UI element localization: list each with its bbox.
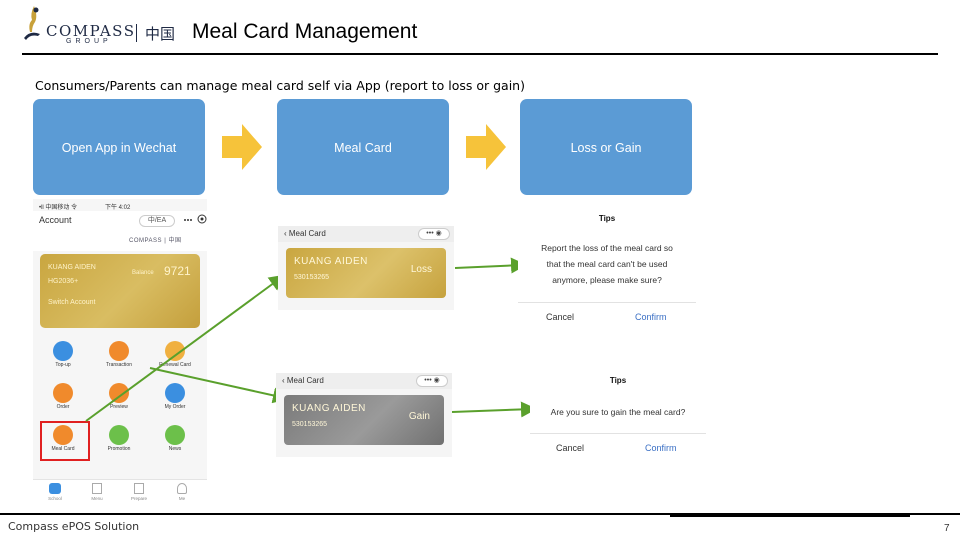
more-icon[interactable]	[183, 215, 193, 225]
bottom-tab-bar: School Menu Prepare Me	[33, 479, 207, 502]
card-icon[interactable]	[165, 341, 185, 361]
menu-label-my-order: My Order	[164, 404, 186, 410]
menu-label-promotion: Promotion	[107, 446, 131, 452]
card-number: 530153265	[292, 421, 328, 428]
footer-text: Compass ePOS Solution	[8, 520, 140, 533]
switch-account-link[interactable]: Switch Account	[48, 299, 96, 306]
step-open-app: Open App in Wechat	[33, 99, 205, 195]
back-chevron-icon[interactable]: ‹	[282, 376, 287, 385]
menu-label-top-up: Top-up	[55, 362, 71, 368]
gain-confirm-dialog: Tips Are you sure to gain the meal card?…	[530, 368, 706, 462]
meal-card-header: ‹ Meal Card ••• ◉	[278, 226, 454, 242]
speaker-icon[interactable]	[165, 425, 185, 445]
balance-label: Balance	[132, 270, 154, 276]
dialog-message: Report the loss of the meal card so that…	[518, 240, 696, 288]
menu-label-news: News	[168, 446, 182, 452]
tab-prepare[interactable]: Prepare	[130, 496, 147, 501]
school-tab-icon[interactable]	[49, 483, 61, 494]
language-capsule[interactable]: 中/EA	[139, 215, 175, 227]
title-divider	[22, 53, 938, 55]
card-holder-name: KUANG AIDEN	[292, 403, 366, 414]
dialog-message-line: Report the loss of the meal card so	[541, 243, 673, 253]
confirm-button[interactable]: Confirm	[635, 312, 667, 322]
tag-icon[interactable]	[109, 425, 129, 445]
dialog-message: Are you sure to gain the meal card?	[550, 407, 686, 417]
page-subtitle: Consumers/Parents can manage meal card s…	[35, 78, 525, 93]
compass-logo-mark-icon	[24, 6, 40, 40]
meal-card-header: ‹ Meal Card ••• ◉	[276, 373, 452, 389]
menu-label-transaction: Transaction	[106, 362, 132, 368]
balance-value: 9721	[164, 264, 191, 278]
menu-label-preview: Preview	[110, 404, 128, 410]
mini-logo: COMPASS | 中国	[129, 238, 182, 244]
list-icon[interactable]	[109, 341, 129, 361]
card-number: 530153265	[294, 274, 330, 281]
card-holder-name: KUANG AIDEN	[294, 256, 368, 267]
step-loss-or-gain: Loss or Gain	[520, 99, 692, 195]
meal-card-gain-screen: ‹ Meal Card ••• ◉ KUANG AIDEN 530153265 …	[276, 373, 452, 457]
carrier-signal: •ll 中国移动 令	[39, 205, 78, 211]
status-time: 下午 4:02	[105, 205, 131, 211]
page-title: Meal Card Management	[192, 20, 418, 43]
dialog-message-line: anymore, please make sure?	[552, 275, 662, 285]
prepare-tab-icon[interactable]	[134, 483, 144, 494]
account-title: Account	[39, 215, 72, 225]
status-bar: •ll 中国移动 令 下午 4:02	[33, 199, 207, 213]
step-meal-card: Meal Card	[277, 99, 449, 195]
card-number: HG2036+	[48, 278, 79, 285]
back-chevron-icon[interactable]: ‹	[284, 229, 289, 238]
meal-card-grey[interactable]: KUANG AIDEN 530153265 Gain	[284, 395, 444, 445]
account-header: Account 中/EA COMPASS | 中国	[33, 211, 207, 251]
card-holder-name: KUANG AIDEN	[48, 264, 96, 271]
person-tab-icon[interactable]	[177, 483, 187, 494]
meal-card-loss-screen: ‹ Meal Card ••• ◉ KUANG AIDEN 530153265 …	[278, 226, 454, 310]
menu-label-meal-card: Meal Card	[51, 446, 75, 452]
logo-wordmark: COMPASS	[46, 22, 136, 40]
footer-accent-bar	[670, 514, 910, 517]
dialog-title: Tips	[609, 376, 627, 385]
chevron-right-icon	[222, 124, 262, 170]
logo-divider	[136, 24, 137, 42]
dialog-message-line: that the meal card can't be used	[546, 259, 668, 269]
more-icon[interactable]: ••• ◉	[418, 228, 450, 240]
dialog-divider	[530, 433, 706, 434]
dialog-divider	[518, 302, 696, 303]
footer-divider	[0, 513, 960, 515]
meal-card-title: Meal Card	[288, 229, 326, 238]
menu-label-renewal-card: Renewal Card	[159, 362, 191, 368]
cancel-button[interactable]: Cancel	[546, 312, 575, 322]
tab-me[interactable]: Me	[178, 496, 186, 501]
loss-confirm-dialog: Tips Report the loss of the meal card so…	[518, 208, 696, 326]
connector-to-gain-dialog	[451, 401, 537, 418]
cancel-button[interactable]: Cancel	[556, 443, 585, 453]
menu-label-order: Order	[56, 404, 70, 410]
member-card[interactable]: KUANG AIDEN HG2036+ Balance 9721 Switch …	[40, 254, 200, 328]
cutlery-icon[interactable]	[53, 383, 73, 403]
clock-icon[interactable]	[53, 341, 73, 361]
tab-school[interactable]: School	[48, 496, 62, 501]
meal-card-gold[interactable]: KUANG AIDEN 530153265 Loss	[286, 248, 446, 298]
page-number: 7	[944, 523, 950, 534]
logo-china-text: 中国	[145, 25, 176, 43]
more-icon[interactable]: ••• ◉	[416, 375, 448, 387]
logo-group-text: GROUP	[66, 38, 112, 45]
meal-card-icon[interactable]	[53, 425, 73, 445]
dialog-title: Tips	[598, 214, 616, 223]
loss-button[interactable]: Loss	[410, 264, 432, 275]
gain-button[interactable]: Gain	[408, 411, 430, 422]
meal-card-highlight-box	[40, 421, 90, 461]
meal-card-title: Meal Card	[286, 376, 324, 385]
cutlery-icon[interactable]	[109, 383, 129, 403]
target-icon[interactable]	[197, 214, 207, 224]
document-icon[interactable]	[165, 383, 185, 403]
confirm-button[interactable]: Confirm	[645, 443, 677, 453]
chevron-right-icon	[466, 124, 506, 170]
menu-tab-icon[interactable]	[92, 483, 102, 494]
connector-to-loss-dialog	[454, 257, 527, 274]
tab-menu[interactable]: Menu	[91, 496, 103, 501]
